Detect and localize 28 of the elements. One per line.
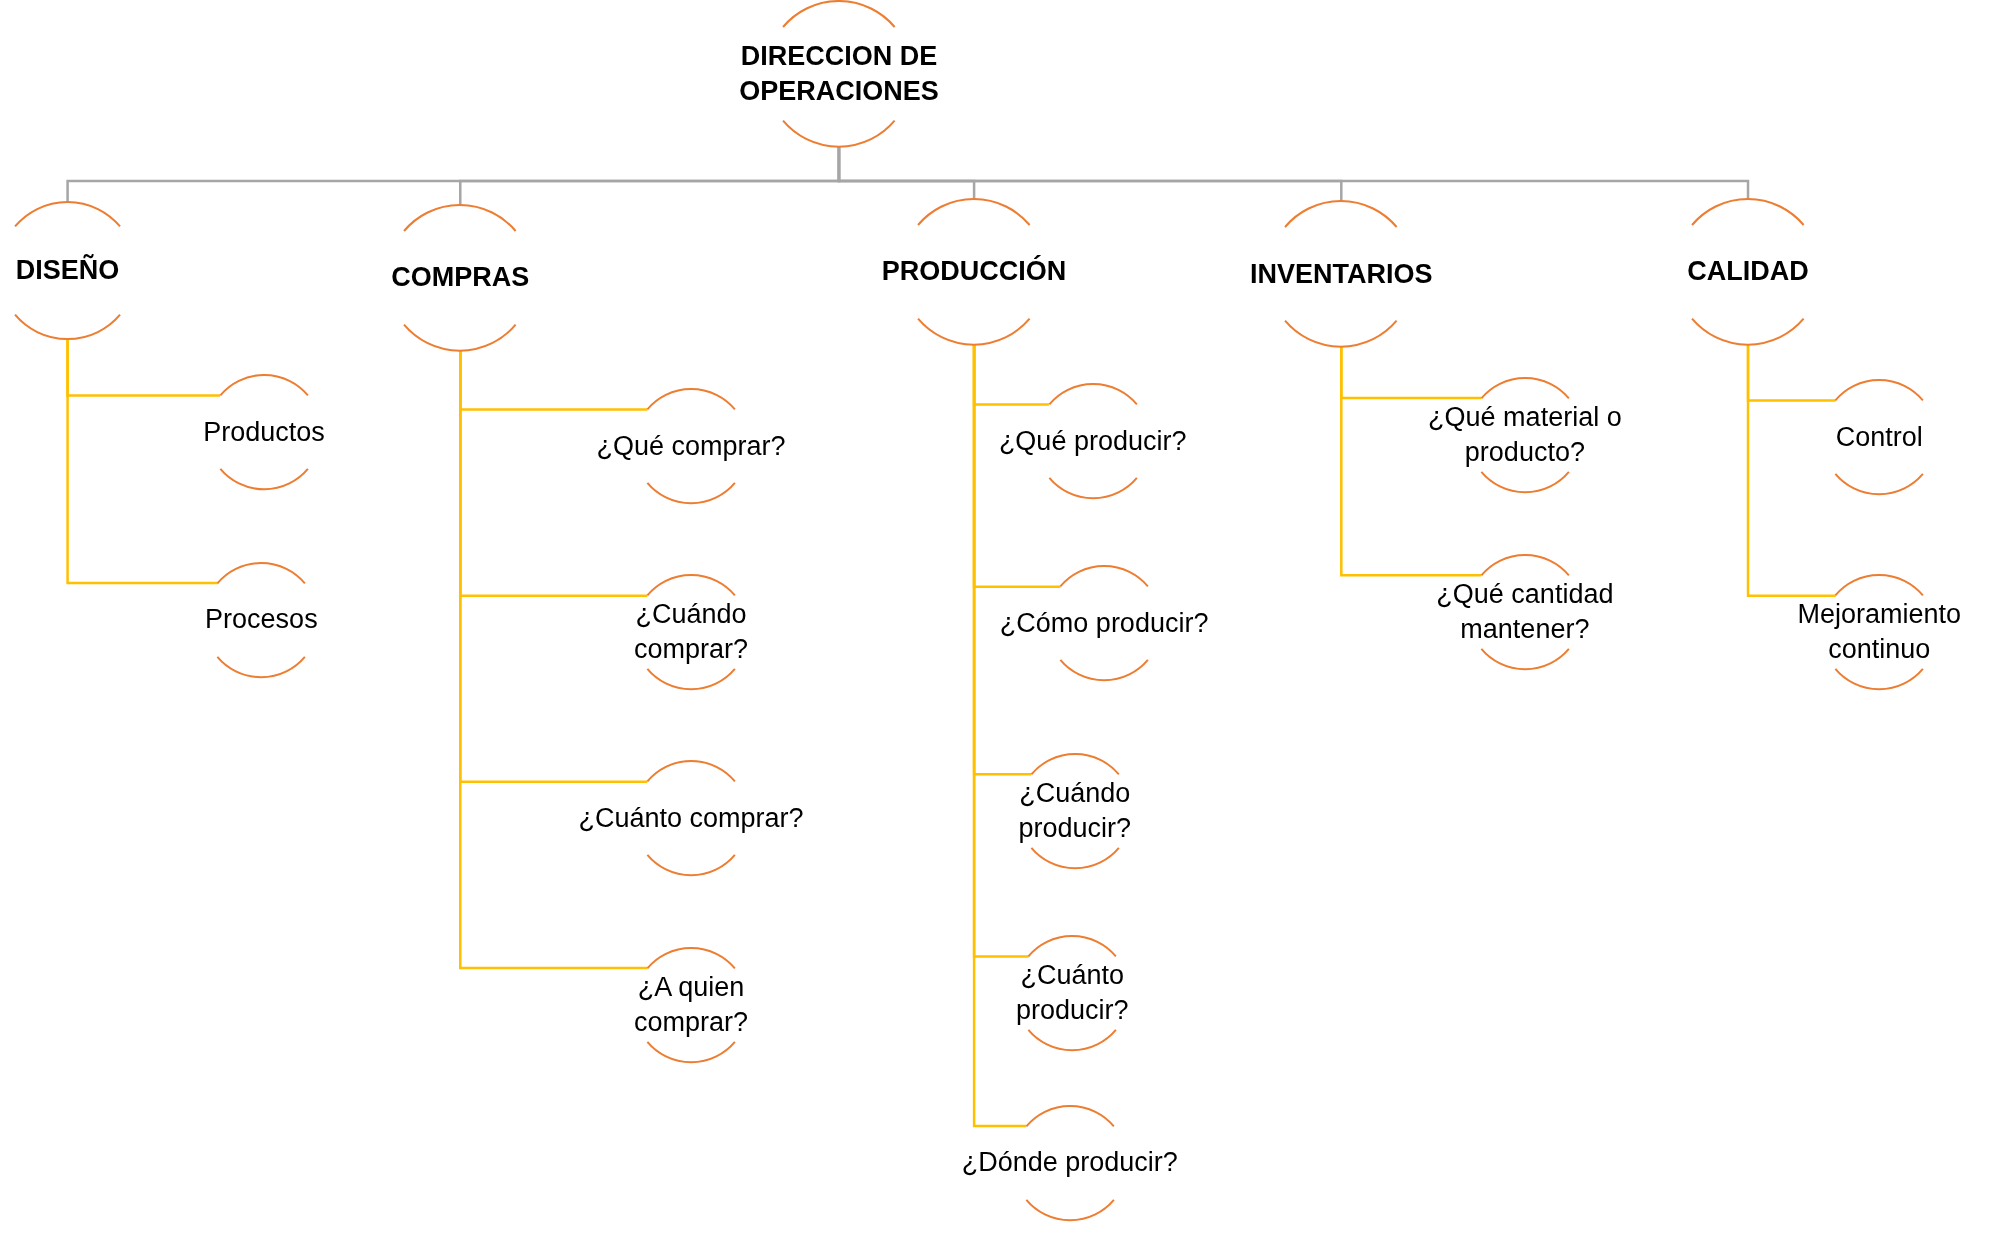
connector-line (66, 338, 218, 585)
connector-line (972, 344, 1026, 1128)
connector-line (1746, 344, 1836, 597)
node-label: ¿A quien comprar? (633, 970, 750, 1039)
connector-line (1340, 346, 1482, 577)
node-label: Procesos (205, 603, 318, 637)
node-label: DIRECCION DE OPERACIONES (738, 39, 940, 108)
node-label: Control (1835, 420, 1923, 454)
circle-node (204, 373, 324, 492)
node-label: ¿Cómo producir? (999, 606, 1209, 640)
node-label: COMPRAS (391, 261, 530, 295)
node-label: ¿Qué comprar? (596, 429, 786, 463)
node-label: ¿Cuándo producir? (1017, 776, 1133, 845)
node-label: ¿Cuánto comprar? (578, 802, 804, 835)
node-label: Productos (203, 415, 325, 449)
connector-line (459, 350, 648, 970)
node-label: ¿Cuándo comprar? (633, 598, 750, 667)
node-label: ¿Qué cantidad mantener? (1435, 577, 1615, 646)
node-label: ¿Qué producir? (998, 424, 1187, 458)
node-label: ¿Qué material o producto? (1427, 400, 1623, 469)
node-label: CALIDAD (1687, 255, 1809, 288)
node-label: INVENTARIOS (1250, 257, 1433, 291)
node-label: DISEÑO (15, 253, 120, 287)
node-label: Mejoramiento continuo (1796, 598, 1963, 667)
node-label: ¿Dónde producir? (961, 1146, 1178, 1180)
node-label: ¿Cuánto producir? (1015, 959, 1130, 1028)
node-label: PRODUCCIÓN (881, 254, 1067, 288)
connector-line (837, 146, 1750, 199)
